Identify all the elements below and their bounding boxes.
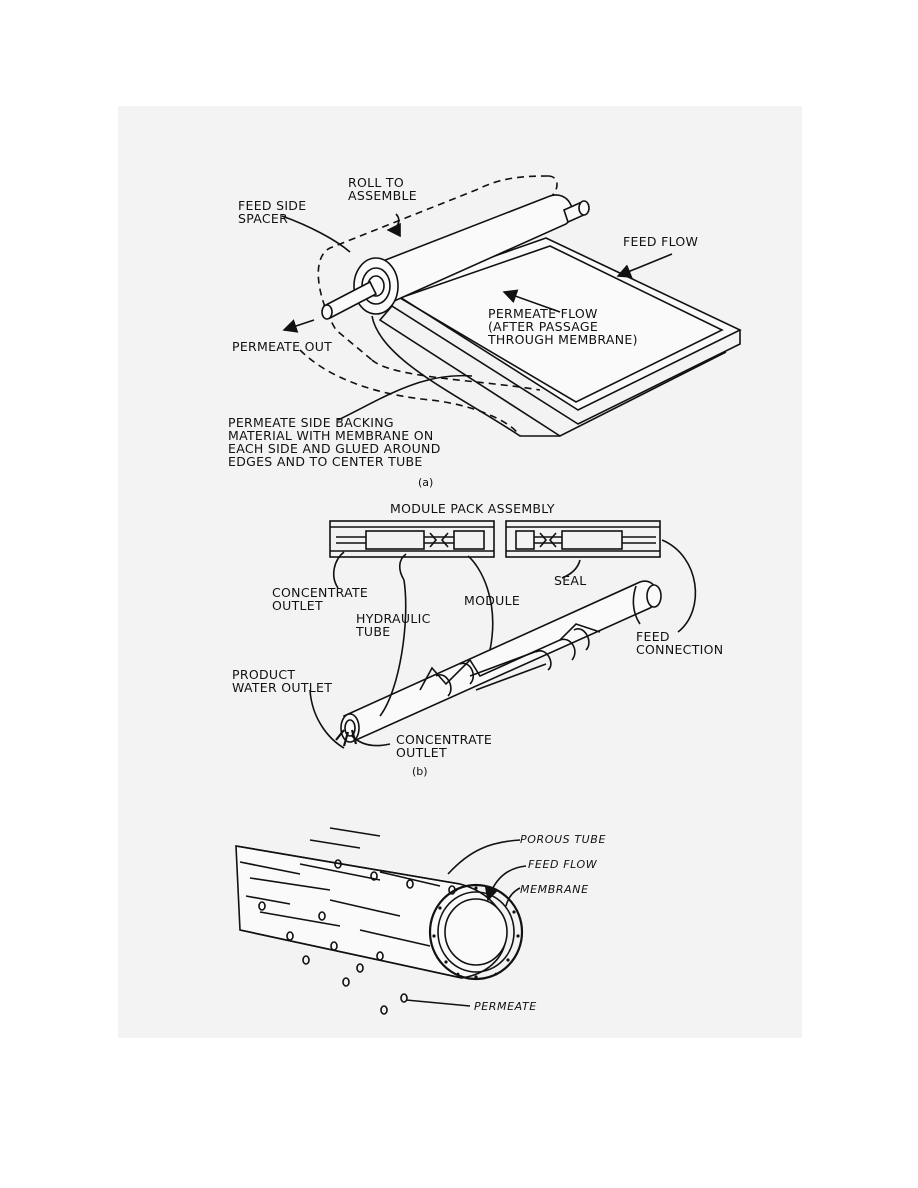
- label-concentrate-bottom: CONCENTRATE: [396, 732, 492, 747]
- membrane-ring: [437, 891, 515, 973]
- label-feed-flow-a: FEED FLOW: [623, 234, 698, 249]
- label-feed: FEED: [636, 629, 670, 644]
- label-spacer: SPACER: [238, 211, 288, 226]
- tube-outer-end: [428, 883, 524, 981]
- central-roll: [368, 194, 573, 304]
- label-connection: CONNECTION: [636, 642, 723, 657]
- label-outlet-bottom: OUTLET: [396, 745, 447, 760]
- permeate-out-arrow: [282, 319, 315, 333]
- label-module-pack-assembly: MODULE PACK ASSEMBLY: [390, 501, 555, 516]
- label-backing-3: EACH SIDE AND GLUED AROUND: [228, 441, 441, 456]
- label-roll-to: ROLL TO: [348, 175, 404, 190]
- figure-b-module-pack-assembly: [309, 520, 697, 749]
- permeate-flow-arrow: [502, 289, 561, 313]
- membrane-leader: [505, 887, 521, 907]
- roll-outline-dashed: [317, 175, 549, 361]
- label-seal: SEAL: [554, 573, 587, 588]
- label-through-membrane: THROUGH MEMBRANE): [487, 332, 638, 347]
- label-water-outlet: WATER OUTLET: [232, 680, 332, 695]
- feed-flow-arrow: [616, 253, 673, 278]
- label-permeate-flow: PERMEATE FLOW: [488, 306, 598, 321]
- label-backing-4: EDGES AND TO CENTER TUBE: [228, 454, 423, 469]
- label-feed-flow-c: FEED FLOW: [528, 858, 598, 871]
- permeate-leader: [405, 999, 471, 1007]
- feed-channel: [444, 898, 508, 966]
- assembly-housing-left: [329, 520, 495, 558]
- feed-flow-leader: [484, 865, 527, 902]
- label-concentrate-top: CONCENTRATE: [272, 585, 368, 600]
- permeate-drops: [258, 859, 456, 1015]
- label-permeate: PERMEATE: [474, 1000, 537, 1013]
- label-module: MODULE: [464, 593, 520, 608]
- label-after-passage: (AFTER PASSAGE: [488, 319, 598, 334]
- figure-a-spiral-wound-module: [281, 175, 742, 437]
- label-tube: TUBE: [355, 624, 390, 639]
- label-membrane: MEMBRANE: [520, 883, 589, 896]
- label-backing-1: PERMEATE SIDE BACKING: [228, 415, 394, 430]
- label-product: PRODUCT: [232, 667, 295, 682]
- label-outlet-top: OUTLET: [272, 598, 323, 613]
- label-hydraulic: HYDRAULIC: [356, 611, 431, 626]
- label-permeate-out: PERMEATE OUT: [232, 339, 332, 354]
- caption-b: (b): [412, 765, 428, 778]
- concentrate-outlet-leader-top: [332, 551, 345, 589]
- label-porous-tube: POROUS TUBE: [520, 833, 606, 846]
- assembly-housing-right: [505, 520, 661, 558]
- porous-tube-leader: [447, 839, 521, 875]
- label-backing-2: MATERIAL WITH MEMBRANE ON: [228, 428, 434, 443]
- caption-a: (a): [418, 476, 433, 489]
- label-feed-side: FEED SIDE: [238, 198, 306, 213]
- backing-leader: [337, 374, 473, 421]
- figure-c-porous-tube: [235, 827, 527, 1015]
- label-assemble: ASSEMBLE: [348, 188, 417, 203]
